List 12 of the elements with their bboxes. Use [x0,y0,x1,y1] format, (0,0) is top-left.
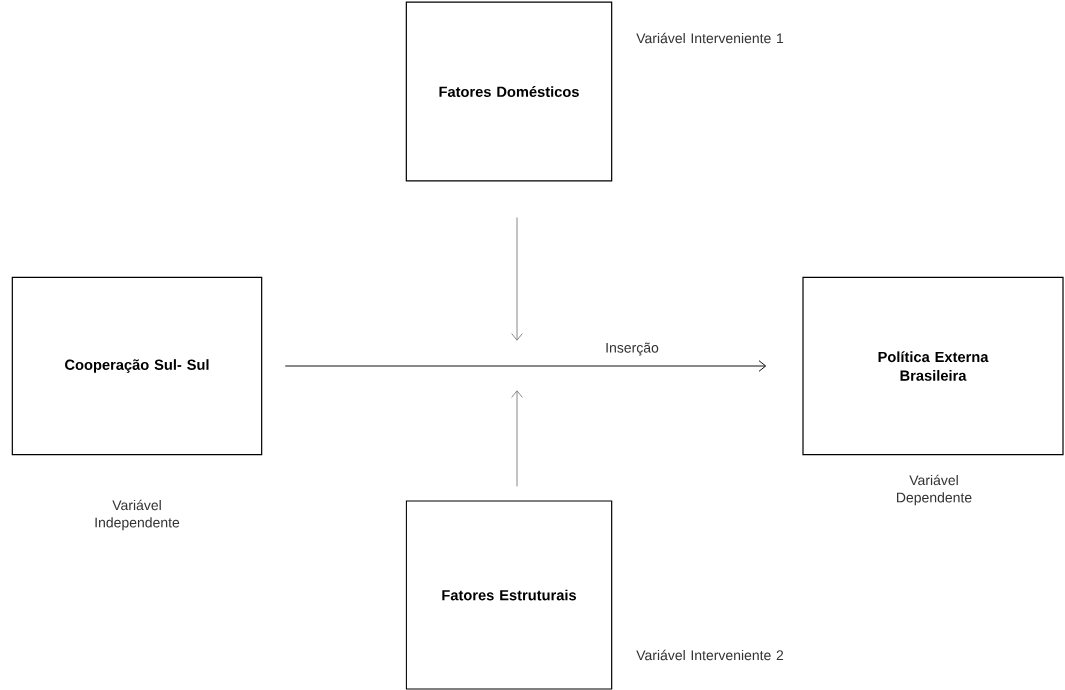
box: Cooperação Sul- Sul [11,276,263,456]
arrow [511,216,523,341]
variable-label: Variável Independente [95,499,180,531]
variable-label: Variável Interveniente 1 [636,32,784,44]
arrow [511,390,523,487]
variable-label: Variável Dependente [897,474,972,506]
box: Política Externa Brasileira [802,276,1064,456]
variable-label: Variável Interveniente 2 [636,649,784,661]
arrow [284,360,767,372]
box: Fatores Estruturais [405,500,613,690]
edge-label: Inserção [603,341,661,357]
box: Fatores Domésticos [405,1,613,182]
